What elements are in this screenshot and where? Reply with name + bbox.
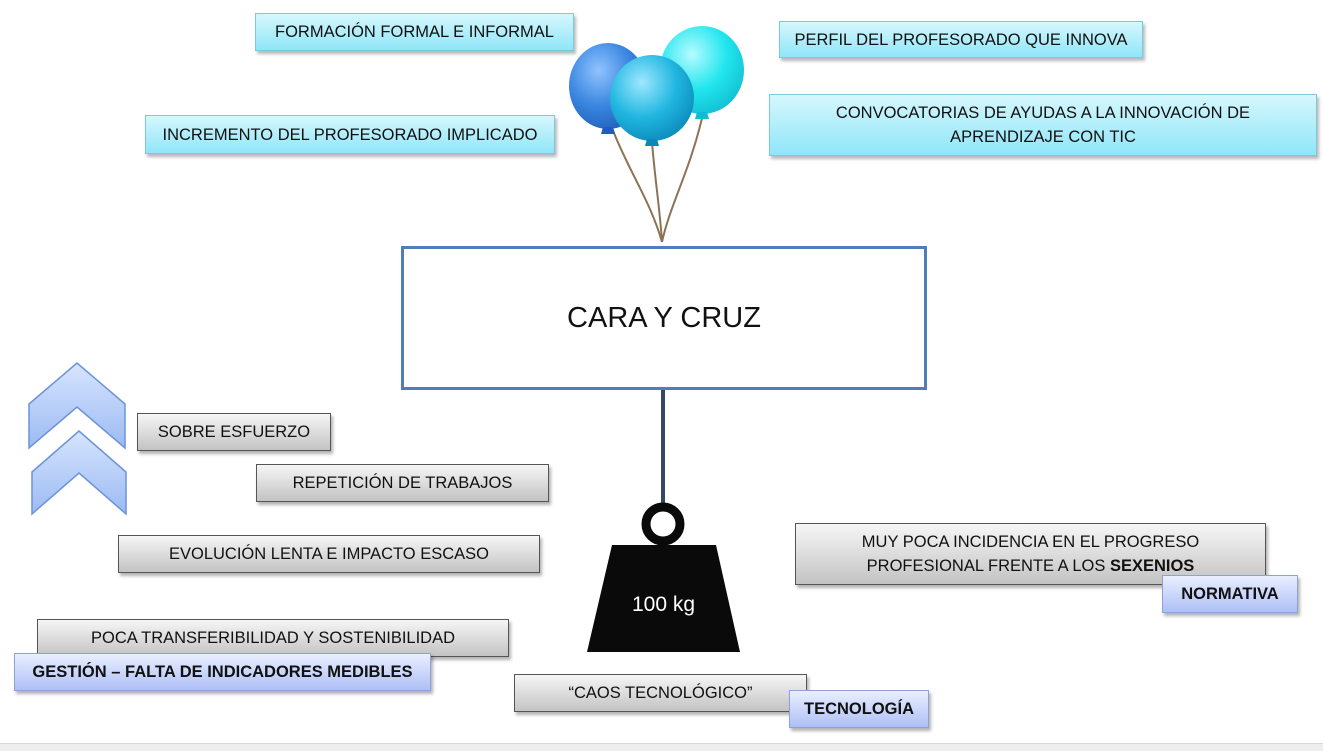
- incidencia-text: MUY POCA INCIDENCIA EN EL PROGRESO PROFE…: [861, 533, 1200, 575]
- central-title-box: CARA Y CRUZ: [401, 246, 927, 390]
- positive-box-convocatorias: CONVOCATORIAS DE AYUDAS A LA INNOVACIÓN …: [769, 94, 1317, 156]
- positive-box-perfil: PERFIL DEL PROFESORADO QUE INNOVA: [779, 21, 1143, 58]
- positive-text: FORMACIÓN FORMAL E INFORMAL: [275, 23, 554, 41]
- positive-text: CONVOCATORIAS DE AYUDAS A LA INNOVACIÓN …: [835, 104, 1251, 146]
- negative-box-evolucion: EVOLUCIÓN LENTA E IMPACTO ESCASO: [118, 535, 540, 573]
- central-title: CARA Y CRUZ: [567, 301, 761, 334]
- negative-box-repeticion: REPETICIÓN DE TRABAJOS: [256, 464, 549, 502]
- negative-text: POCA TRANSFERIBILIDAD Y SOSTENIBILIDAD: [90, 629, 456, 647]
- negative-box-incidencia: MUY POCA INCIDENCIA EN EL PROGRESO PROFE…: [795, 523, 1266, 585]
- negative-text: MUY POCA INCIDENCIA EN EL PROGRESO PROFE…: [846, 530, 1216, 578]
- negative-text: “CAOS TECNOLÓGICO”: [568, 684, 753, 702]
- category-gestion: GESTIÓN – FALTA DE INDICADORES MEDIBLES: [14, 653, 431, 691]
- positive-box-formacion: FORMACIÓN FORMAL E INFORMAL: [255, 13, 574, 51]
- bottom-border: [0, 743, 1323, 751]
- positive-text: INCREMENTO DEL PROFESORADO IMPLICADO: [162, 125, 538, 144]
- negative-text: REPETICIÓN DE TRABAJOS: [292, 474, 513, 492]
- weight-label: 100 kg: [631, 593, 696, 616]
- positive-box-incremento: INCREMENTO DEL PROFESORADO IMPLICADO: [145, 115, 555, 154]
- positive-text: PERFIL DEL PROFESORADO QUE INNOVA: [794, 30, 1128, 49]
- negative-text: SOBRE ESFUERZO: [157, 423, 311, 441]
- negative-box-transferibilidad: POCA TRANSFERIBILIDAD Y SOSTENIBILIDAD: [37, 619, 509, 657]
- negative-box-sobre-esfuerzo: SOBRE ESFUERZO: [137, 413, 331, 451]
- negative-text: EVOLUCIÓN LENTA E IMPACTO ESCASO: [169, 545, 489, 563]
- category-text: GESTIÓN – FALTA DE INDICADORES MEDIBLES: [32, 663, 413, 681]
- sexenios-text: SEXENIOS: [1109, 557, 1195, 575]
- category-text: TECNOLOGÍA: [804, 700, 914, 718]
- double-chevron-up-icon: [28, 362, 127, 516]
- category-normativa: NORMATIVA: [1162, 575, 1298, 613]
- negative-box-caos: “CAOS TECNOLÓGICO”: [514, 674, 807, 712]
- balloons-icon: [569, 26, 744, 243]
- category-text: NORMATIVA: [1181, 585, 1279, 603]
- category-tecnologia: TECNOLOGÍA: [789, 690, 929, 728]
- weight-icon: [587, 502, 740, 652]
